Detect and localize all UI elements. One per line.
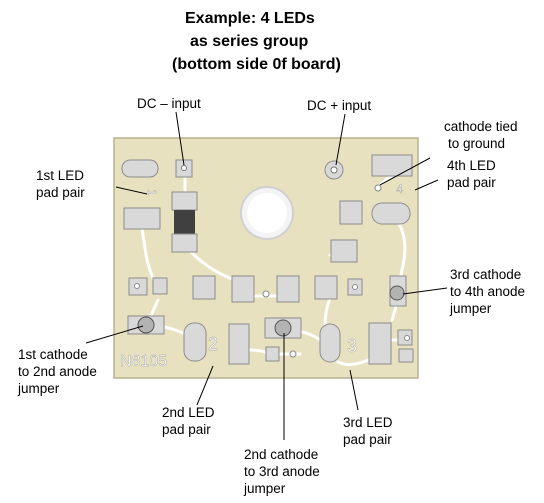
led4-pad-oval [371,202,411,225]
title-line-2: as series group [190,33,309,50]
label-dc-minus: DC – input [137,96,201,111]
label-cathode3-2: to 4th anode [450,284,526,299]
trace [323,296,332,327]
led3-pad-square [368,322,392,365]
leader-cathode3 [402,287,448,295]
via [404,335,410,341]
jumper1 [137,316,155,334]
label-dc-plus: DC + input [307,98,372,113]
led4-pad-square [339,200,363,225]
pad [192,275,216,300]
leader-cathode1 [85,325,144,344]
label-cathode2-2: to 3rd anode [244,464,320,479]
label-cathode-tied-2: to ground [448,136,506,151]
led1-pad-oval [121,159,159,178]
resistor-pad-bottom [171,233,198,253]
dc-plus-hole [330,166,338,174]
label-cathode3-1: 3rd cathode [450,267,522,282]
silkscreen-num-2: 2 [208,334,218,354]
leader-dc-plus [335,113,346,166]
led2-pad-square [228,323,250,365]
label-led3-2: pad pair [343,432,392,447]
label-cathode2-3: jumper [244,481,286,496]
label-led3-1: 3rd LED [343,415,393,430]
label-cathode1-1: 1st cathode [18,347,88,362]
via [374,184,382,192]
silkscreen-num-3: 3 [347,336,357,356]
pad [314,275,338,300]
leader-led4 [414,179,439,191]
via [134,283,140,289]
label-led4-2: pad pair [447,175,496,190]
led1-pad-square [123,207,161,230]
via [289,350,297,358]
silkscreen-num-1: 1 [145,189,159,196]
pad [330,239,358,263]
resistor-body [174,210,195,234]
trace [336,358,370,367]
leader-lines [85,111,448,440]
title-line-3: (bottom side 0f board) [172,56,341,73]
label-cathode3-3: jumper [450,301,492,316]
led2-pad-oval [183,322,207,362]
dc-minus-hole [181,165,187,171]
pad [231,275,255,303]
leader-led3 [349,369,359,411]
silkscreen-num-4: 4 [396,182,403,196]
label-cathode2-1: 2nd cathode [244,447,319,462]
leader-cathode-tied [379,157,431,186]
leader-led1 [115,186,148,195]
silkscreen-part-number: N8105 [120,353,167,370]
label-led2-2: pad pair [162,422,211,437]
title-line-1: Example: 4 LEDs [185,10,315,27]
label-led1-1: 1st LED [36,168,85,183]
pad [152,277,168,295]
label-led1-2: pad pair [36,185,85,200]
leader-led2 [196,365,214,406]
label-cathode-tied-1: cathode tied [444,119,518,134]
jumper2 [274,319,292,337]
pad [398,348,414,363]
pad [276,275,300,303]
label-led2-1: 2nd LED [162,405,215,420]
pad [265,346,280,362]
leader-dc-minus [175,111,185,166]
label-cathode1-3: jumper [18,381,60,396]
label-led4-1: 4th LED [447,158,496,173]
via [262,290,270,298]
jumper3 [389,285,405,301]
mounting-hole-inner [247,193,287,233]
via [352,284,358,290]
led4-pad-square-top [371,154,413,177]
resistor-pad-top [171,191,198,211]
led3-pad-oval [319,323,341,363]
label-cathode1-2: to 2nd anode [18,364,97,379]
